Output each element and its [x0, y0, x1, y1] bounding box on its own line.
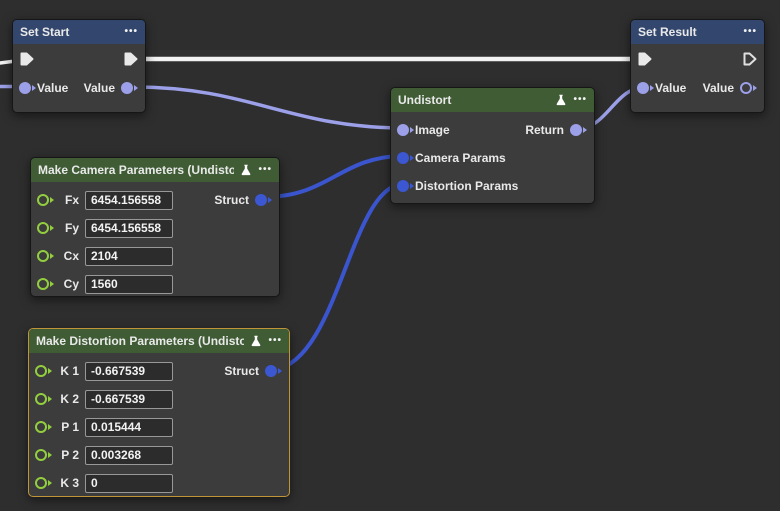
- camera-params-in-pin[interactable]: [397, 152, 414, 164]
- menu-icon[interactable]: •••: [573, 94, 587, 105]
- p2-label: P 2: [61, 448, 79, 462]
- exec-out-pin[interactable]: [123, 51, 139, 67]
- k3-input[interactable]: [85, 473, 173, 493]
- k3-in-pin[interactable]: [35, 477, 52, 489]
- value-in-label: Value: [37, 81, 69, 95]
- k3-label: K 3: [60, 476, 79, 490]
- fy-label: Fy: [64, 221, 79, 235]
- cx-input[interactable]: [85, 246, 173, 266]
- exec-in-pin[interactable]: [19, 51, 35, 67]
- k1-input[interactable]: [85, 361, 173, 381]
- return-out-pin[interactable]: [570, 124, 587, 136]
- struct-out-label: Struct: [214, 193, 249, 207]
- node-header[interactable]: Set Result •••: [631, 20, 764, 44]
- k1-label: K 1: [60, 364, 79, 378]
- field-row: K 1 Struct: [29, 357, 289, 385]
- node-header[interactable]: Undistort •••: [391, 88, 594, 112]
- p1-in-pin[interactable]: [35, 421, 52, 433]
- field-row: Cy: [31, 270, 279, 298]
- image-in-pin[interactable]: [397, 124, 414, 136]
- flask-icon: [555, 94, 567, 106]
- exec-in-pin[interactable]: [637, 51, 653, 67]
- node-undistort[interactable]: Undistort ••• Image Return Camera Params…: [390, 87, 595, 204]
- k2-label: K 2: [60, 392, 79, 406]
- p2-input[interactable]: [85, 445, 173, 465]
- fx-label: Fx: [64, 193, 79, 207]
- struct-out-pin[interactable]: [255, 194, 272, 206]
- cx-in-pin[interactable]: [37, 250, 54, 262]
- fx-input[interactable]: [85, 190, 173, 210]
- node-title: Set Result: [638, 25, 697, 39]
- return-out-label: Return: [525, 123, 564, 137]
- p1-label: P 1: [61, 420, 79, 434]
- node-make-distortion-parameters[interactable]: Make Distortion Parameters (Undistort) •…: [28, 328, 290, 497]
- flask-icon: [250, 335, 262, 347]
- node-header[interactable]: Set Start •••: [13, 20, 145, 44]
- node-title: Undistort: [398, 93, 452, 107]
- field-row: P 1: [29, 413, 289, 441]
- distortion-params-in-pin[interactable]: [397, 180, 414, 192]
- field-row: Cx: [31, 242, 279, 270]
- cy-input[interactable]: [85, 274, 173, 294]
- node-title: Make Camera Parameters (Undistort): [38, 163, 235, 177]
- menu-icon[interactable]: •••: [268, 335, 282, 346]
- menu-icon[interactable]: •••: [124, 26, 138, 37]
- value-in-pin[interactable]: [19, 82, 36, 94]
- cy-label: Cy: [63, 277, 79, 291]
- value-out-label: Value: [702, 81, 734, 95]
- wire-camera-struct[interactable]: [262, 154, 406, 199]
- p2-in-pin[interactable]: [35, 449, 52, 461]
- value-in-label: Value: [655, 81, 687, 95]
- cx-label: Cx: [63, 249, 79, 263]
- image-in-label: Image: [415, 123, 450, 137]
- distortion-params-in-label: Distortion Params: [415, 179, 519, 193]
- menu-icon[interactable]: •••: [258, 164, 272, 175]
- menu-icon[interactable]: •••: [743, 26, 757, 37]
- field-row: P 2: [29, 441, 289, 469]
- field-row: Fx Struct: [31, 186, 279, 214]
- node-header[interactable]: Make Distortion Parameters (Undistort) •…: [29, 329, 289, 353]
- fx-in-pin[interactable]: [37, 194, 54, 206]
- node-set-result[interactable]: Set Result ••• Value Value: [630, 19, 765, 113]
- node-header[interactable]: Make Camera Parameters (Undistort) •••: [31, 158, 279, 182]
- camera-params-in-label: Camera Params: [415, 151, 506, 165]
- k1-in-pin[interactable]: [35, 365, 52, 377]
- value-out-pin[interactable]: [121, 82, 138, 94]
- struct-out-pin[interactable]: [265, 365, 282, 377]
- value-out-label: Value: [83, 81, 115, 95]
- cy-in-pin[interactable]: [37, 278, 54, 290]
- node-make-camera-parameters[interactable]: Make Camera Parameters (Undistort) ••• F…: [30, 157, 280, 297]
- field-row: Fy: [31, 214, 279, 242]
- k2-input[interactable]: [85, 389, 173, 409]
- value-out-pin[interactable]: [740, 82, 757, 94]
- exec-out-pin[interactable]: [742, 51, 758, 67]
- field-row: K 2: [29, 385, 289, 413]
- node-title: Set Start: [20, 25, 70, 39]
- node-set-start[interactable]: Set Start ••• Value Value: [12, 19, 146, 113]
- value-in-pin[interactable]: [637, 82, 654, 94]
- p1-input[interactable]: [85, 417, 173, 437]
- fy-input[interactable]: [85, 218, 173, 238]
- field-row: K 3: [29, 469, 289, 497]
- fy-in-pin[interactable]: [37, 222, 54, 234]
- flask-icon: [240, 164, 252, 176]
- k2-in-pin[interactable]: [35, 393, 52, 405]
- node-title: Make Distortion Parameters (Undistort): [36, 334, 245, 348]
- wire-distortion-struct[interactable]: [272, 182, 406, 372]
- struct-out-label: Struct: [224, 364, 259, 378]
- wire-value-start-to-undistort[interactable]: [132, 85, 406, 130]
